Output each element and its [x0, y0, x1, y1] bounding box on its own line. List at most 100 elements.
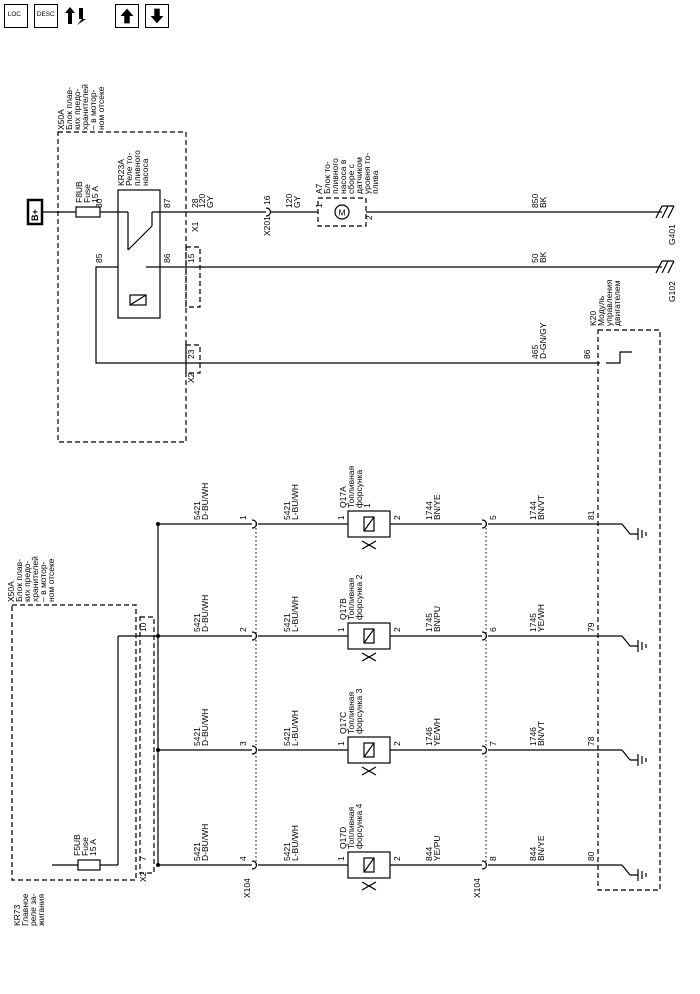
- arrow-up-icon: [120, 8, 134, 24]
- injector-1-name-line-1: Q17A: [338, 486, 348, 508]
- ecm-switch-icon: [621, 523, 638, 535]
- injector-2-x104-out: 6: [488, 627, 498, 632]
- ecm-pin-86: 86: [582, 349, 592, 359]
- injector-3-name-line-1: Q17C: [338, 712, 348, 734]
- injector-3-wire-in-a-line-2: D-BU/WH: [200, 709, 210, 746]
- motor-icon: [334, 204, 350, 220]
- injector-4-x104-out: 8: [488, 856, 498, 861]
- injector-spray-icon: [361, 766, 377, 776]
- injector-1-pin-2: 2: [392, 515, 402, 520]
- injector-4-wire-out-a-line-2: YE/PU: [432, 835, 442, 861]
- relay-kr73-label-line-1: KR73: [12, 904, 22, 926]
- connector-x104-right: X104: [472, 878, 482, 898]
- description-icon: DESC: [37, 11, 55, 18]
- injector-circuit-2: [156, 622, 647, 662]
- ecm-switch-icon: [621, 749, 638, 761]
- connector-icon: [65, 7, 86, 25]
- injector-spray-icon: [361, 540, 377, 550]
- injector-2-wire-in-b-line-2: L-BU/WH: [290, 596, 300, 632]
- injector-1-ecm-pin: 81: [586, 510, 596, 520]
- fuse-block-top-label-line-1: X50A: [56, 109, 66, 130]
- connector-x2-left: X2: [138, 871, 148, 882]
- injector-2-pin-2: 2: [392, 627, 402, 632]
- injector-2-wire-out-b-line-2: YE/WH: [536, 604, 546, 632]
- fuse-block-left-label-line-6: ном отсеке: [46, 558, 56, 602]
- location-icon: LOC: [8, 11, 22, 18]
- loc-label: LOC: [8, 11, 22, 18]
- ground-icon: [637, 528, 647, 540]
- injector-1-pin-1: 1: [336, 515, 346, 520]
- relay-pin-86: 86: [162, 253, 172, 263]
- ecm-k20: [597, 329, 661, 891]
- injector-1-wire-in-b-line-2: L-BU/WH: [290, 484, 300, 520]
- fuel-pump-a7-label-line-2: Блок то-: [322, 161, 332, 194]
- static-wiring: M: [11, 131, 675, 891]
- arrow-up-button[interactable]: [115, 4, 139, 28]
- injector-4-name-line-3: форсунка 4: [354, 803, 364, 849]
- injector-1-wire-in-b-line-1: 5421: [282, 501, 292, 520]
- fuse-f5ub-label-line-2: Fuse: [80, 837, 90, 856]
- injector-1-wire-in-a-line-2: D-BU/WH: [200, 483, 210, 520]
- description-button[interactable]: DESC: [34, 4, 58, 28]
- pin-7: 7: [138, 856, 148, 861]
- pin-28: 28: [190, 198, 200, 208]
- pin-15: 15: [186, 253, 196, 263]
- relay-pin-30: 30: [94, 198, 104, 208]
- wire-850-bk-line-1: 850: [530, 194, 540, 208]
- injector-3-wire-out-a-line-2: YE/WH: [432, 718, 442, 746]
- injector-spray-icon: [361, 652, 377, 662]
- injector-2-pin-1: 1: [336, 627, 346, 632]
- injector-4-x104-in: 4: [238, 856, 248, 861]
- fuel-pump-a7-label-line-6: датчиком: [354, 157, 364, 194]
- injector-4-wire-in-a-line-2: D-BU/WH: [200, 824, 210, 861]
- injector-3-ecm-pin: 78: [586, 736, 596, 746]
- fuse-f8ub-label-line-2: Fuse: [82, 184, 92, 203]
- injector-3-pin-1: 1: [336, 741, 346, 746]
- relay-kr23a-label-line-1: KR23A: [116, 159, 126, 186]
- fuse-block-top-label-line-2: Блок плав-: [64, 87, 74, 130]
- injector-3-x104-in: 3: [238, 741, 248, 746]
- location-button[interactable]: LOC: [4, 4, 28, 28]
- injector-3-name-line-3: форсунка 3: [354, 688, 364, 734]
- injector-1-name-line-3: форсунка: [354, 469, 364, 508]
- relay-pin-85: 85: [94, 253, 104, 263]
- injector-4-pin-2: 2: [392, 856, 402, 861]
- fuse-block-top-label-line-5: – в мотор-: [88, 89, 98, 130]
- injector-2-wire-out-b-line-1: 1745: [528, 613, 538, 632]
- pin-23: 23: [186, 349, 196, 359]
- fuse-block-left-label-line-5: – в мотор-: [38, 561, 48, 602]
- fuse-f8ub-label-line-1: F8UB: [74, 181, 84, 203]
- connector-button[interactable]: [62, 4, 92, 28]
- wire-120-gy-b-line-2: GY: [292, 195, 302, 208]
- wire-120-gy-b-line-1: 120: [284, 194, 294, 208]
- fuel-pump-a7-label-line-1: A7: [314, 183, 324, 194]
- injector-3-x104-out: 7: [488, 741, 498, 746]
- ecm-switch-icon: [621, 635, 638, 647]
- a7-pin-2: 2: [364, 215, 374, 220]
- fuse-block-left-label-line-1: X50A: [6, 581, 16, 602]
- injector-3-wire-out-b-line-1: 1746: [528, 727, 538, 746]
- injector-2-x104-in: 2: [238, 627, 248, 632]
- injector-2-wire-in-a-line-1: 5421: [192, 613, 202, 632]
- injector-4-ecm-pin: 80: [586, 851, 596, 861]
- ground-g401: [655, 205, 675, 219]
- arrow-down-button[interactable]: [145, 4, 169, 28]
- fuse-block-top-label-line-4: хранителей: [80, 84, 90, 130]
- injector-2-wire-in-a-line-2: D-BU/WH: [200, 595, 210, 632]
- fuel-pump-a7-label-line-7: уровня то-: [362, 153, 372, 194]
- injector-3-wire-in-b-line-2: L-BU/WH: [290, 710, 300, 746]
- connector-x1: X1: [190, 221, 200, 232]
- ground-g102: [655, 260, 675, 274]
- ecm-k20-label-line-3: управления: [604, 279, 614, 326]
- connector-x201: X201: [262, 216, 272, 236]
- injector-4-wire-in-b-line-1: 5421: [282, 842, 292, 861]
- wire-465-line-2: D-GN/GY: [538, 322, 548, 359]
- relay-kr23a-label-line-3: пливного: [132, 150, 142, 186]
- fuse-block-top-label-line-3: ких предо-: [72, 88, 82, 130]
- injector-4-pin-1: 1: [336, 856, 346, 861]
- relay-kr73-label-line-4: жигания: [36, 893, 46, 926]
- injector-spray-icon: [361, 881, 377, 891]
- connector-x104-left: X104: [242, 878, 252, 898]
- fuse-f5ub-label-line-1: F5UB: [72, 834, 82, 856]
- injector-2-name-line-3: форсунка 2: [354, 574, 364, 620]
